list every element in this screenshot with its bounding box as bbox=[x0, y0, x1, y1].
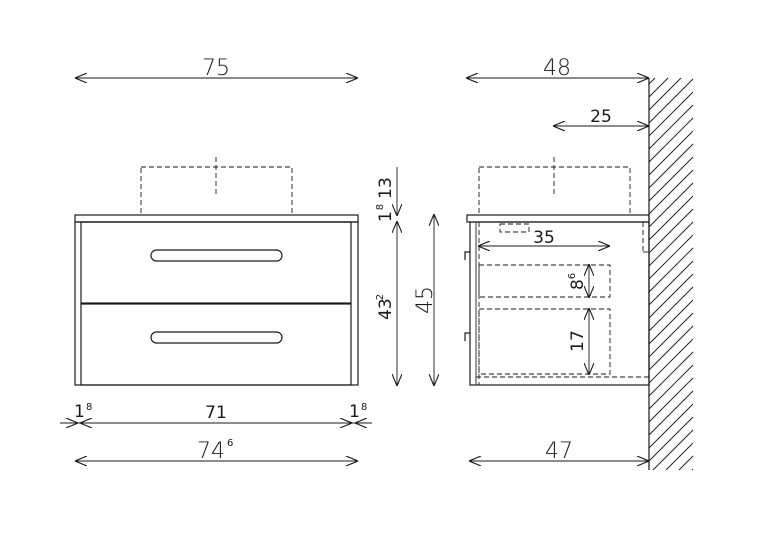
wall-hatch-line bbox=[648, 234, 694, 280]
dim-side-left-label: 1 bbox=[74, 402, 85, 422]
dim-cabinet-height-label: 43 bbox=[376, 298, 396, 320]
dim-drawer-top-height-sup: 6 bbox=[567, 273, 578, 279]
wall-hatch-line bbox=[648, 273, 694, 319]
wall-hatch-line bbox=[648, 104, 694, 150]
dim-cabinet-height-sup: 2 bbox=[375, 294, 386, 300]
wall-hatch-line bbox=[648, 195, 694, 241]
wall-hatch-line bbox=[648, 247, 694, 293]
dim-basin-height-label: 13 bbox=[376, 177, 396, 199]
dim-inner-depth-label: 35 bbox=[533, 228, 555, 248]
wall-hatch-line bbox=[648, 299, 694, 345]
drawer-top-handle bbox=[150, 249, 283, 262]
dim-top-thickness-label: 1 bbox=[376, 211, 396, 222]
dim-total-height-label: 45 bbox=[413, 286, 438, 314]
wall-hatch-line bbox=[648, 78, 694, 124]
wall-hatch-line bbox=[648, 77, 656, 85]
wall-hatch-line bbox=[648, 390, 694, 436]
wall-hatch-line bbox=[648, 143, 694, 189]
drawer-bottom-handle bbox=[150, 331, 283, 344]
dim-drawer-top-height-label: 8 bbox=[568, 279, 588, 290]
wall-hatch-line bbox=[648, 312, 694, 358]
wall-hatch-line bbox=[648, 403, 694, 449]
dim-bottom-depth-label: 47 bbox=[545, 439, 573, 464]
dim-top-thickness-sup: 8 bbox=[375, 204, 386, 210]
wall-hatch-line bbox=[648, 325, 694, 371]
wall-hatch-line bbox=[648, 117, 694, 163]
wall-hatch-line bbox=[648, 156, 694, 202]
dim-bottom-width-label: 74 bbox=[197, 439, 225, 464]
dim-side-right-label: 1 bbox=[349, 402, 360, 422]
countertop-side bbox=[466, 214, 650, 223]
dim-drawer-bottom-height-label: 17 bbox=[568, 330, 588, 352]
wall-hatch-line bbox=[648, 169, 694, 215]
cabinet-side-body bbox=[469, 221, 650, 386]
dim-inner-width-label: 71 bbox=[205, 403, 227, 423]
dim-bottom-width-sup: 6 bbox=[227, 438, 233, 449]
handle-top-side bbox=[464, 251, 470, 260]
wall-hatch-line bbox=[648, 286, 694, 332]
wall-hatch-line bbox=[648, 260, 694, 306]
wall-hatch-line bbox=[665, 442, 694, 471]
wall-hatch-line bbox=[691, 468, 694, 471]
handle-bottom-side bbox=[464, 332, 470, 341]
siphon-outline bbox=[499, 223, 530, 233]
drawer-bottom-front bbox=[80, 303, 352, 386]
wall-hatch-line bbox=[648, 351, 694, 397]
basin-outline bbox=[140, 166, 293, 216]
wall-hatch-line bbox=[648, 221, 694, 267]
drawer-top-side bbox=[478, 264, 611, 298]
dim-side-left-sup: 8 bbox=[86, 402, 92, 413]
wall-hatch-line bbox=[648, 182, 694, 228]
dim-overall-width-label: 75 bbox=[202, 56, 230, 81]
drawer-top-front bbox=[80, 221, 352, 304]
dim-basin-offset-label: 25 bbox=[590, 107, 612, 127]
wall-hatching bbox=[648, 77, 694, 471]
wall-hatch-line bbox=[648, 364, 694, 410]
wall-hatch-line bbox=[648, 338, 694, 384]
wall-hatch-line bbox=[678, 455, 694, 471]
drawer-bottom-side bbox=[478, 308, 611, 375]
countertop bbox=[74, 214, 359, 223]
basin-side-outline bbox=[478, 166, 631, 216]
side-view: 48 25 35 8 6 17 bbox=[464, 56, 694, 471]
wall-hatch-line bbox=[648, 91, 694, 137]
wall-hatch-line bbox=[648, 208, 694, 254]
dim-side-right-sup: 8 bbox=[361, 402, 367, 413]
front-view: 75 1 8 71 1 8 74 6 13 1 8 43 bbox=[60, 56, 438, 464]
wall-hatch-line bbox=[648, 130, 694, 176]
wall-hatch-line bbox=[648, 377, 694, 423]
wall-hatch-line bbox=[652, 429, 694, 471]
wall-hatch-line bbox=[648, 77, 682, 111]
dim-overall-depth-label: 48 bbox=[543, 56, 571, 81]
wall-hatch-line bbox=[648, 77, 669, 98]
wall-hatch-line bbox=[648, 416, 694, 462]
